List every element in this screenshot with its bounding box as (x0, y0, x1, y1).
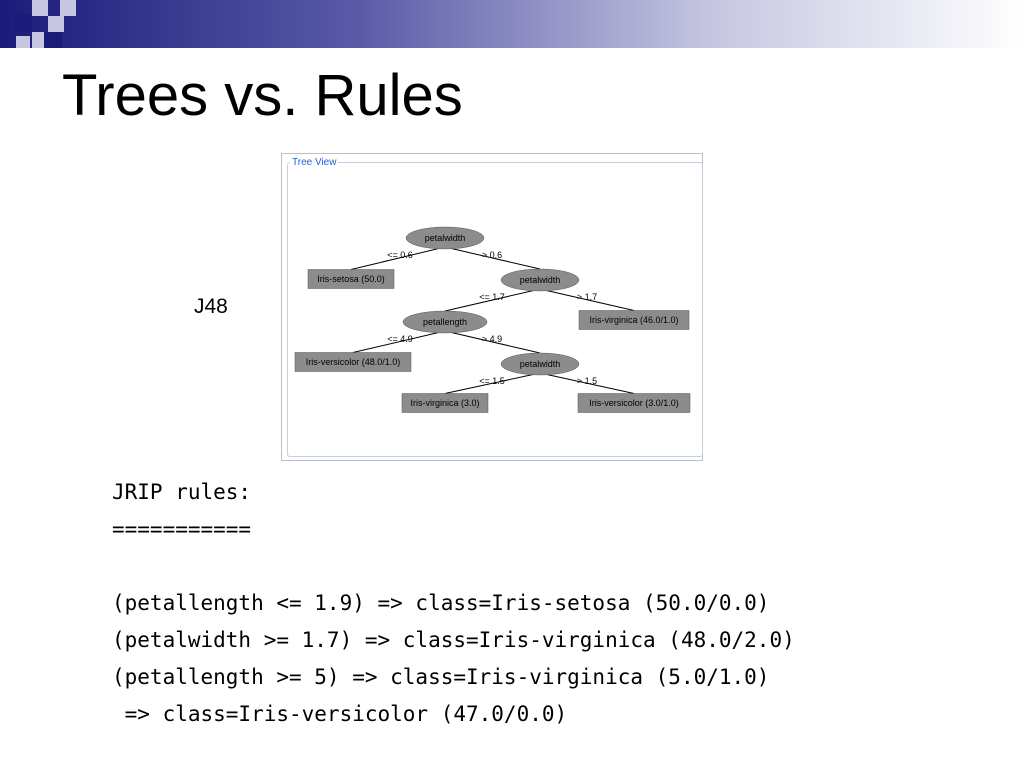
tree-split-node (405, 226, 485, 250)
header-gradient-bar (0, 0, 1024, 48)
tree-view-frame (287, 162, 703, 457)
tree-split-node (500, 352, 580, 376)
rules-blank-line (112, 548, 795, 585)
tree-leaf-node (577, 393, 691, 413)
tree-leaf-node (401, 393, 489, 413)
rules-heading: JRIP rules: (112, 480, 252, 504)
slide-title: Trees vs. Rules (62, 63, 463, 128)
tree-edge-label: <= 1.7 (479, 292, 505, 302)
tree-node-label: petalwidth (520, 359, 561, 369)
tree-edge-label: > 0.6 (482, 250, 502, 260)
tree-edge-line (539, 288, 635, 311)
tree-edge-label: > 4.9 (482, 334, 502, 344)
decor-square-1 (14, 14, 32, 32)
tree-edge-line (350, 246, 446, 270)
tree-edge-label: <= 4.9 (387, 334, 413, 344)
tree-edge-label: > 1.7 (577, 292, 597, 302)
rule-line-1: (petallength <= 1.9) => class=Iris-setos… (112, 591, 770, 615)
tree-leaf-node (578, 310, 690, 330)
tree-node-label: Iris-virginica (3.0) (410, 398, 479, 408)
decor-square-2 (32, 0, 48, 16)
tree-edge-line (444, 372, 541, 394)
tree-edge-line (444, 330, 541, 354)
tree-edge-line (539, 372, 635, 394)
decor-square-6 (44, 32, 62, 48)
tree-edge-line (352, 330, 446, 353)
tree-split-node (402, 310, 488, 334)
tree-split-node (500, 268, 580, 292)
tree-leaf-node (307, 269, 395, 289)
tree-view-title: Tree View (290, 157, 339, 168)
decor-square-4 (60, 0, 76, 16)
rule-line-2: (petalwidth >= 1.7) => class=Iris-virgin… (112, 628, 795, 652)
tree-view-panel: Tree View <= 0.6 > 0.6 <= 1.7 > 1.7 <= 4.9 > … (281, 153, 703, 461)
tree-edge-line (444, 246, 541, 270)
decor-square-7 (16, 36, 30, 48)
tree-node-label: petalwidth (425, 233, 466, 243)
tree-node-label: Iris-versicolor (3.0/1.0) (589, 398, 679, 408)
tree-node-label: petallength (423, 317, 467, 327)
tree-edge-label: <= 0.6 (387, 250, 413, 260)
tree-node-label: Iris-virginica (46.0/1.0) (589, 315, 678, 325)
tree-node-label: Iris-versicolor (48.0/1.0) (306, 357, 401, 367)
rules-underline: =========== (112, 517, 252, 541)
decor-square-3 (48, 16, 64, 32)
tree-node-label: petalwidth (520, 275, 561, 285)
jrip-rules-block: JRIP rules: =========== (petallength <= … (112, 474, 795, 733)
j48-label: J48 (194, 295, 228, 318)
tree-node-label: Iris-setosa (50.0) (317, 274, 385, 284)
decision-tree: <= 0.6 > 0.6 <= 1.7 > 1.7 <= 4.9 > 4.9 <= 1.5 >… (294, 226, 691, 413)
tree-edge-line (444, 288, 541, 312)
tree-leaf-node (294, 352, 412, 372)
rule-line-4: => class=Iris-versicolor (47.0/0.0) (112, 702, 568, 726)
tree-edge-label: <= 1.5 (479, 376, 505, 386)
rule-line-3: (petallength >= 5) => class=Iris-virgini… (112, 665, 770, 689)
tree-edge-label: > 1.5 (577, 376, 597, 386)
